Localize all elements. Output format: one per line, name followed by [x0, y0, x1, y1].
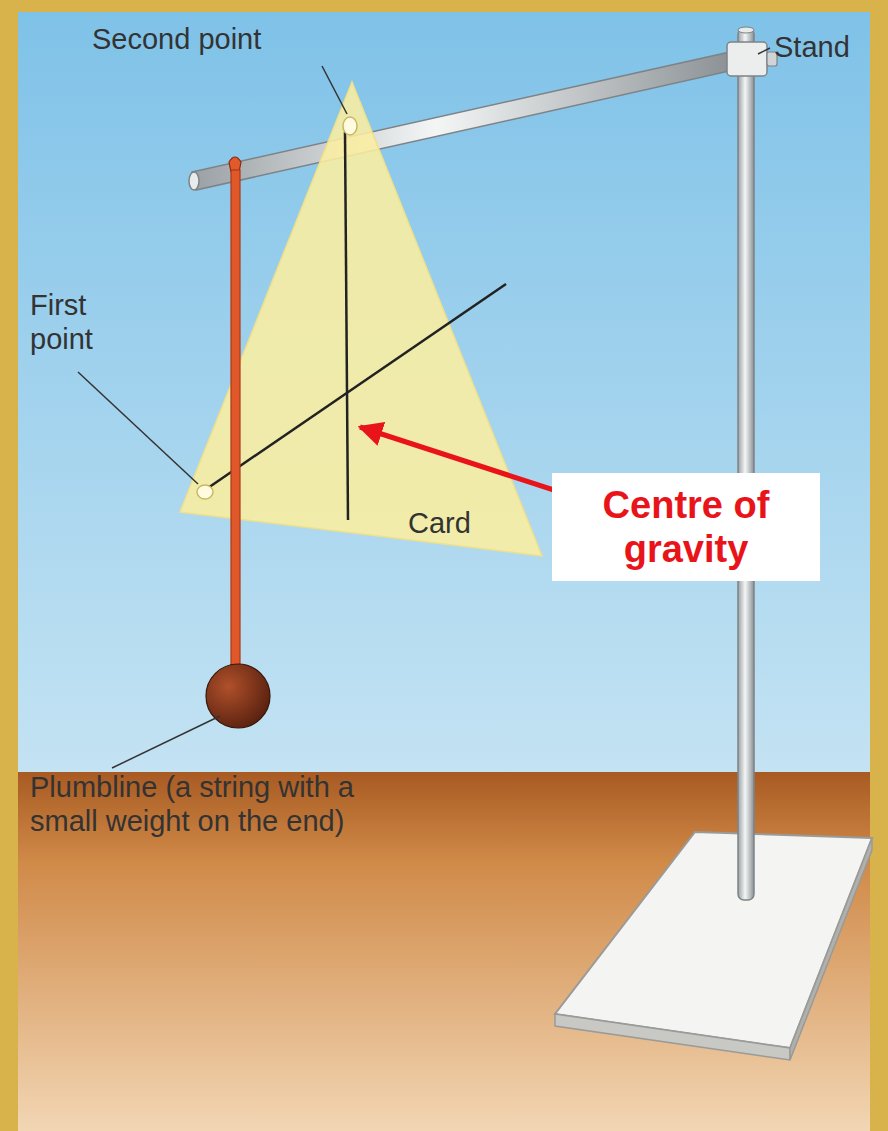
- leader-line: [112, 716, 220, 768]
- part-label: First point: [30, 288, 140, 356]
- callout-text: Centre of gravity: [568, 483, 804, 571]
- stand-rod: [738, 28, 754, 900]
- part-label: Card: [408, 506, 508, 540]
- stand-base-edge: [555, 1014, 790, 1060]
- stand-base: [555, 832, 872, 1048]
- plumbline-trace: [345, 132, 348, 520]
- horizontal-bar: [192, 52, 734, 190]
- plumbline-string: [231, 170, 240, 670]
- leader-line: [78, 372, 198, 484]
- part-label: Stand: [774, 30, 874, 64]
- hole: [197, 485, 213, 499]
- part-label: Plumbline (a string with a small weight …: [30, 770, 390, 838]
- bar-end: [189, 172, 199, 190]
- part-label: Second point: [92, 22, 332, 56]
- leader-line: [758, 48, 770, 54]
- stand-base-side: [790, 838, 872, 1060]
- rod-top: [738, 27, 754, 33]
- callout-box: Centre of gravity: [552, 473, 820, 581]
- hole: [343, 117, 357, 135]
- boss-clamp: [727, 42, 767, 76]
- leader-line: [322, 66, 347, 114]
